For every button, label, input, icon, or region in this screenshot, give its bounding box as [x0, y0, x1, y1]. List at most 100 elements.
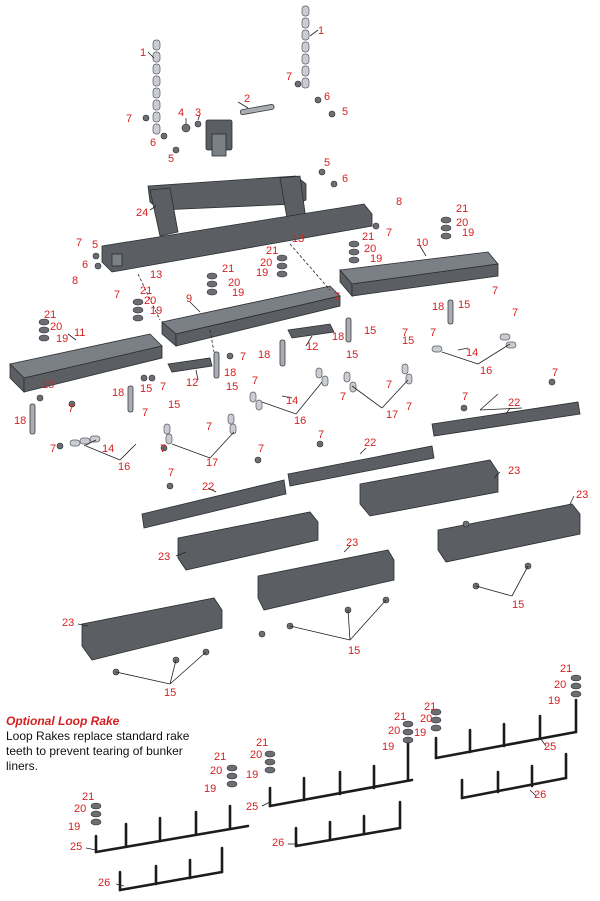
- callout-20d: 20: [228, 277, 240, 289]
- dashed-guides: [137, 243, 331, 353]
- scraper-bar-22-c: [141, 479, 287, 529]
- callout-labels: 1 1 2 3 4 5 5 5 5 6 6 6 6 7 7 7 7 7 7 7 …: [14, 25, 588, 889]
- callout-15i: 15: [512, 599, 524, 611]
- callout-16a: 16: [118, 461, 130, 473]
- callout-15k: 15: [164, 687, 176, 699]
- callout-18b: 18: [112, 387, 124, 399]
- callout-7v: 7: [492, 285, 498, 297]
- loop-rake-25-right: [434, 698, 578, 760]
- callout-7j: 7: [142, 407, 148, 419]
- callout-12a: 12: [306, 341, 318, 353]
- callout-2: 2: [244, 93, 250, 105]
- chain-16-right: [431, 333, 517, 353]
- callout-15f: 15: [402, 335, 414, 347]
- callout-7x: 7: [168, 467, 174, 479]
- leader-lines: [67, 29, 575, 887]
- callout-15g: 15: [364, 325, 376, 337]
- callout-23b: 23: [576, 489, 588, 501]
- tine-plate-23-c: [177, 511, 319, 571]
- callout-18f: 18: [432, 301, 444, 313]
- note-body: Loop Rakes replace standard rake teeth t…: [6, 729, 190, 773]
- callout-20k: 20: [420, 713, 432, 725]
- callout-10: 10: [416, 237, 428, 249]
- scraper-bar-22-a: [431, 401, 581, 437]
- bolt-stack-rake-left: [90, 802, 102, 826]
- callout-20l: 20: [554, 679, 566, 691]
- callout-1b: 1: [318, 25, 324, 37]
- chain-left: [152, 39, 161, 135]
- callout-19a: 19: [56, 333, 68, 345]
- lynch-pin: [181, 123, 191, 133]
- pin-18-e: [345, 317, 352, 343]
- callout-20h: 20: [210, 765, 222, 777]
- callout-21h: 21: [214, 751, 226, 763]
- callout-19e: 19: [370, 253, 382, 265]
- callout-7k: 7: [50, 443, 56, 455]
- callout-25a: 25: [70, 841, 82, 853]
- callout-26b: 26: [272, 837, 284, 849]
- loop-rake-26-middle: [294, 800, 402, 848]
- callout-19l: 19: [548, 695, 560, 707]
- scraper-bar-22-b: [287, 445, 435, 487]
- callout-23e: 23: [62, 617, 74, 629]
- plate-12-left: [167, 357, 213, 373]
- chain-right: [301, 5, 310, 89]
- callout-21j: 21: [394, 711, 406, 723]
- callout-7q: 7: [386, 379, 392, 391]
- callout-13b: 13: [150, 269, 162, 281]
- callout-7c: 7: [386, 227, 392, 239]
- callout-21a: 21: [44, 309, 56, 321]
- callout-7f: 7: [160, 381, 166, 393]
- callout-14a: 14: [102, 443, 114, 455]
- callout-19g: 19: [68, 821, 80, 833]
- callout-21l: 21: [560, 663, 572, 675]
- callout-15j: 15: [348, 645, 360, 657]
- callout-7s: 7: [430, 327, 436, 339]
- callout-6a: 6: [150, 137, 156, 149]
- callout-23a: 23: [508, 465, 520, 477]
- callout-15e: 15: [346, 349, 358, 361]
- bolt-stack-rake-right-b: [402, 720, 414, 744]
- pin-18-a: [29, 403, 36, 435]
- callout-21f: 21: [456, 203, 468, 215]
- callout-14b: 14: [286, 395, 298, 407]
- callout-24: 24: [136, 207, 148, 219]
- callout-19h: 19: [204, 783, 216, 795]
- callout-19i: 19: [246, 769, 258, 781]
- tine-plate-23-d: [257, 549, 395, 611]
- callout-14c: 14: [466, 347, 478, 359]
- callout-7m: 7: [252, 375, 258, 387]
- callout-6d: 6: [82, 259, 88, 271]
- callout-7t: 7: [462, 391, 468, 403]
- callout-20f: 20: [456, 217, 468, 229]
- callout-17a: 17: [206, 457, 218, 469]
- callout-8b: 8: [72, 275, 78, 287]
- small-pin: [194, 120, 202, 128]
- callout-15h: 15: [458, 299, 470, 311]
- callout-7w: 7: [552, 367, 558, 379]
- callout-21d: 21: [222, 263, 234, 275]
- callout-20b: 20: [144, 295, 156, 307]
- callout-19d: 19: [232, 287, 244, 299]
- callout-7h: 7: [334, 291, 340, 303]
- callout-7e: 7: [114, 289, 120, 301]
- callout-8a: 8: [396, 196, 402, 208]
- callout-6b: 6: [324, 91, 330, 103]
- callout-26c: 26: [534, 789, 546, 801]
- chain-16-left: [69, 435, 101, 447]
- bolt-stack-bars: [38, 216, 452, 342]
- pin-18-b: [127, 385, 134, 413]
- bolt-stack-rake-mid-b: [226, 764, 238, 788]
- callout-6c: 6: [342, 173, 348, 185]
- callout-5d: 5: [92, 239, 98, 251]
- callout-18d: 18: [258, 349, 270, 361]
- callout-16c: 16: [480, 365, 492, 377]
- callout-7d: 7: [76, 237, 82, 249]
- tine-plate-23-a: [359, 459, 499, 517]
- note-title: Optional Loop Rake: [6, 714, 120, 728]
- callout-5a: 5: [168, 153, 174, 165]
- bolt-stack-rake-right-a: [430, 708, 442, 732]
- callout-17b: 17: [386, 409, 398, 421]
- chain-17-middle: [343, 363, 413, 393]
- callout-20g: 20: [74, 803, 86, 815]
